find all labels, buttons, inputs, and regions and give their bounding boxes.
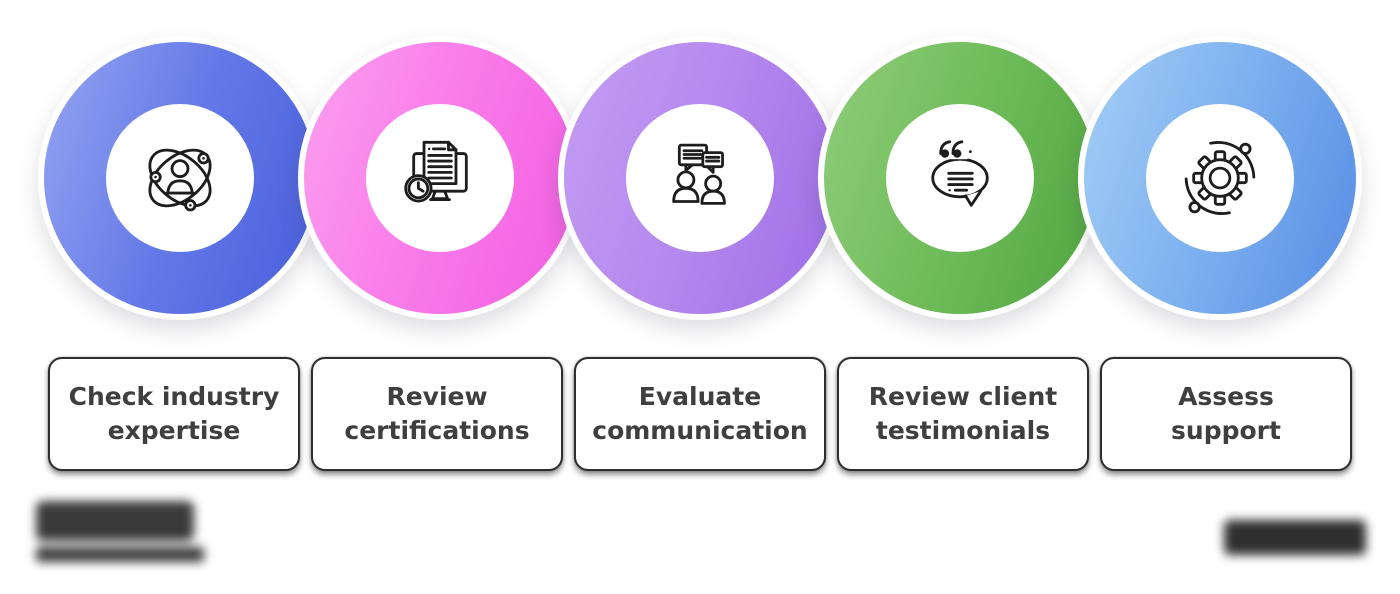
step-5-label-line1: Assess <box>1178 381 1274 411</box>
step-4-label-line1: Review client <box>868 381 1058 411</box>
step-3-donut <box>558 36 842 320</box>
step-2-donut <box>298 36 582 320</box>
redacted-logo-underline <box>36 547 204 562</box>
expert-person-orbit-icon <box>148 148 212 212</box>
step-4-circle <box>818 36 1102 320</box>
step-4-icon-disc <box>886 104 1034 252</box>
step-3-circle <box>558 36 842 320</box>
step-5-donut <box>1078 36 1362 320</box>
step-2-circle <box>298 36 582 320</box>
step-5-icon-disc <box>1146 104 1294 252</box>
step-3-label-line1: Evaluate <box>638 381 762 411</box>
step-3-icon-disc <box>626 104 774 252</box>
circles-row <box>0 36 1400 320</box>
people-chat-icon <box>672 143 726 205</box>
step-2-icon-disc <box>366 104 514 252</box>
redacted-logo <box>36 501 204 562</box>
step-4-label-line2: testimonials <box>875 416 1051 445</box>
step-1-label-line2: expertise <box>107 416 241 445</box>
step-3-label-box: Evaluate communication <box>574 357 826 471</box>
step-2-label-line1: Review <box>386 381 488 411</box>
step-1-circle <box>38 36 322 320</box>
step-1-label-line1: Check industry <box>68 381 280 411</box>
step-1-icon-disc <box>106 104 254 252</box>
step-2-label-line2: certifications <box>344 416 530 445</box>
redacted-watermark <box>1224 520 1366 555</box>
step-3-label-line2: communication <box>592 416 808 445</box>
redacted-logo-text <box>36 501 194 541</box>
step-2-label-box: Review certifications <box>311 357 563 471</box>
step-4-donut <box>818 36 1102 320</box>
testimonial-quote-bubble-icon <box>931 138 989 207</box>
step-5-label-box: Assess support <box>1100 357 1352 471</box>
step-5-circle <box>1078 36 1362 320</box>
step-1-label-box: Check industry expertise <box>48 357 300 471</box>
step-4-label-box: Review client testimonials <box>837 357 1089 471</box>
certificate-monitor-clock-icon <box>404 140 468 203</box>
step-1-donut <box>38 36 322 320</box>
gear-orbit-icon <box>1184 141 1256 215</box>
step-5-label-line2: support <box>1171 416 1281 445</box>
labels-row: Check industry expertise Review certific… <box>0 357 1400 471</box>
